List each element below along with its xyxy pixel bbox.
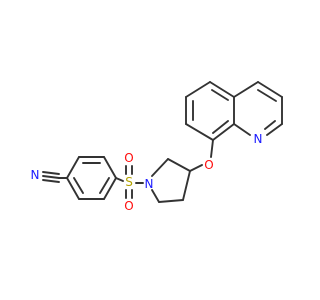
bond-benzene-inner-2 (99, 177, 110, 194)
bond-pyrrolidine-3 (182, 170, 191, 201)
bond-quinoline-p4 (266, 123, 283, 136)
atom-ether-o: O (204, 158, 213, 172)
bond-quinoline-c3 (185, 81, 211, 98)
bond-quinoline-c6 (212, 123, 235, 141)
bond-pyrrolidine-1 (151, 158, 169, 177)
bond-quinoline-p5 (233, 123, 251, 136)
atom-sulfonyl-s: S (125, 175, 133, 189)
bond-pyrrolidine-5 (151, 189, 160, 203)
bond-quinoline-inner-4 (257, 89, 277, 102)
atom-quinoline-n: N (254, 132, 263, 146)
bond-quinoline-inner-2 (211, 89, 229, 101)
atom-sulfonyl-o-bottom: O (124, 199, 133, 213)
bond-pyrrolidine-2 (167, 158, 191, 172)
bond-c-o-ether (189, 164, 203, 172)
molecule-diagram: N O S O N O N (31, 81, 283, 213)
bond-quinoline-c4 (209, 81, 235, 98)
bond-benzene-3 (103, 156, 117, 179)
bond-benzene-6 (66, 177, 80, 200)
bond-quinoline-p2 (257, 81, 283, 98)
bond-nitrile-triple (42, 175, 60, 179)
bond-quinoline-p1 (233, 81, 259, 98)
bond-pyrrolidine-4 (158, 199, 184, 203)
bond-benzene-4 (103, 177, 117, 200)
bond-nitrile-triple-a (42, 171, 60, 175)
atom-labels: N O S O N O N (31, 132, 263, 213)
bond-quinoline-inner-3 (212, 120, 229, 134)
bond-quinoline-inner-5 (264, 120, 276, 130)
atom-sulfonyl-o-top: O (124, 151, 133, 165)
bond-ring-s (115, 177, 124, 182)
atom-nitrile-n: N (31, 168, 40, 182)
bond-quinoline-c1 (185, 123, 214, 141)
bond-lines (42, 81, 283, 203)
bond-benzene-inner-3 (73, 177, 84, 194)
bond-benzene-1 (66, 156, 80, 179)
bond-nitrile-triple-b (42, 179, 60, 183)
atom-pyrrolidine-n: N (145, 177, 154, 191)
bond-o-quinoline (210, 139, 214, 158)
